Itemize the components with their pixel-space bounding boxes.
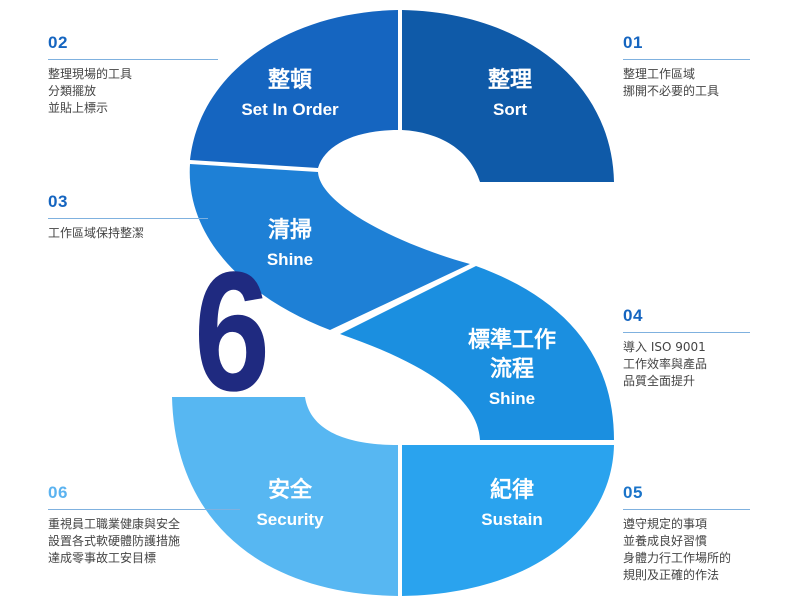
segment-standard-work-title-line1: 標準工作 (468, 327, 556, 353)
segment-security-title: 安全 (268, 477, 313, 503)
callout-text: 導入 ISO 9001 工作效率與產品 品質全面提升 (623, 340, 708, 388)
segment-standard-work (340, 266, 614, 440)
callout-01: 01 整理工作區域 挪開不必要的工具 (623, 33, 750, 100)
segment-standard-work-title-line2: 流程 (490, 356, 534, 382)
callout-text: 整理工作區域 挪開不必要的工具 (623, 67, 720, 98)
segment-set-in-order-subtitle: Set In Order (241, 100, 339, 119)
callout-number: 04 (623, 306, 643, 325)
divider (48, 218, 208, 219)
segment-shine-title: 清掃 (268, 217, 312, 243)
callout-04: 04 導入 ISO 9001 工作效率與產品 品質全面提升 (623, 306, 750, 390)
callout-number: 06 (48, 483, 68, 502)
segment-standard-work-subtitle: Shine (489, 389, 535, 408)
callout-text: 遵守規定的事項 並養成良好習慣 身體力行工作場所的 規則及正確的作法 (623, 517, 732, 582)
segment-security-subtitle: Security (256, 510, 324, 529)
callout-02: 02 整理現場的工具 分類擺放 並貼上標示 (48, 33, 218, 117)
callout-text: 工作區域保持整潔 (48, 226, 145, 240)
callout-number: 03 (48, 192, 68, 211)
divider (48, 59, 218, 60)
callout-05: 05 遵守規定的事項 並養成良好習慣 身體力行工作場所的 規則及正確的作法 (623, 483, 750, 584)
callout-text: 重視員工職業健康與安全 設置各式軟硬體防護措施 達成零事故工安目標 (48, 517, 181, 565)
big-six-label: 6 (194, 237, 270, 427)
divider (623, 59, 750, 60)
segment-sort (402, 10, 614, 182)
callout-03: 03 工作區域保持整潔 (48, 192, 208, 242)
callout-06: 06 重視員工職業健康與安全 設置各式軟硬體防護措施 達成零事故工安目標 (48, 483, 240, 567)
segment-sort-title: 整理 (488, 67, 532, 93)
segment-shine-subtitle: Shine (267, 250, 313, 269)
callout-number: 05 (623, 483, 643, 502)
segment-set-in-order (190, 10, 398, 168)
callout-text: 整理現場的工具 分類擺放 並貼上標示 (48, 67, 133, 115)
segment-sustain-subtitle: Sustain (481, 510, 542, 529)
divider (48, 509, 240, 510)
segment-security (172, 397, 398, 596)
divider (623, 509, 750, 510)
segment-sustain (402, 445, 614, 596)
callout-number: 02 (48, 33, 68, 52)
segment-shine (189, 164, 470, 330)
segment-set-in-order-title: 整頓 (268, 67, 312, 93)
segment-sort-subtitle: Sort (493, 100, 527, 119)
callout-number: 01 (623, 33, 643, 52)
divider (623, 332, 750, 333)
segment-sustain-title: 紀律 (490, 477, 534, 503)
